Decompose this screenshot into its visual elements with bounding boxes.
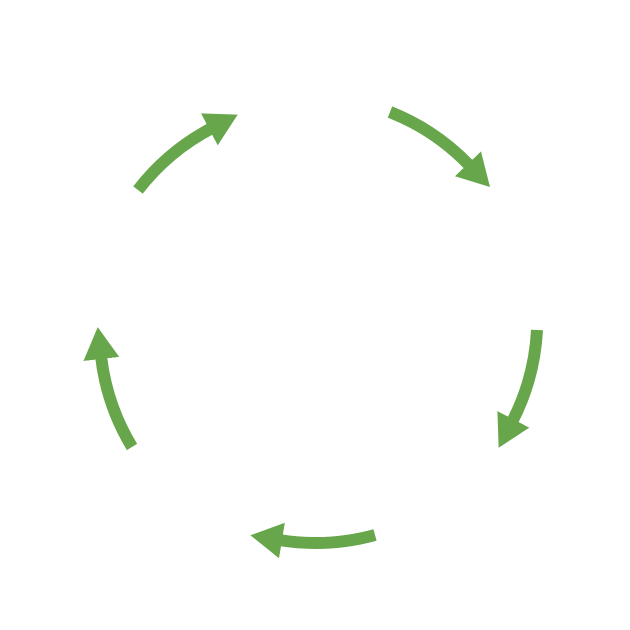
cycle-arrow-left	[83, 327, 138, 451]
cycle-arrow-top-left	[133, 113, 238, 194]
cycle-arrow-top-right	[387, 106, 491, 187]
cycle-arrow-bottom	[250, 522, 377, 559]
cycle-arrow-right	[497, 329, 543, 448]
